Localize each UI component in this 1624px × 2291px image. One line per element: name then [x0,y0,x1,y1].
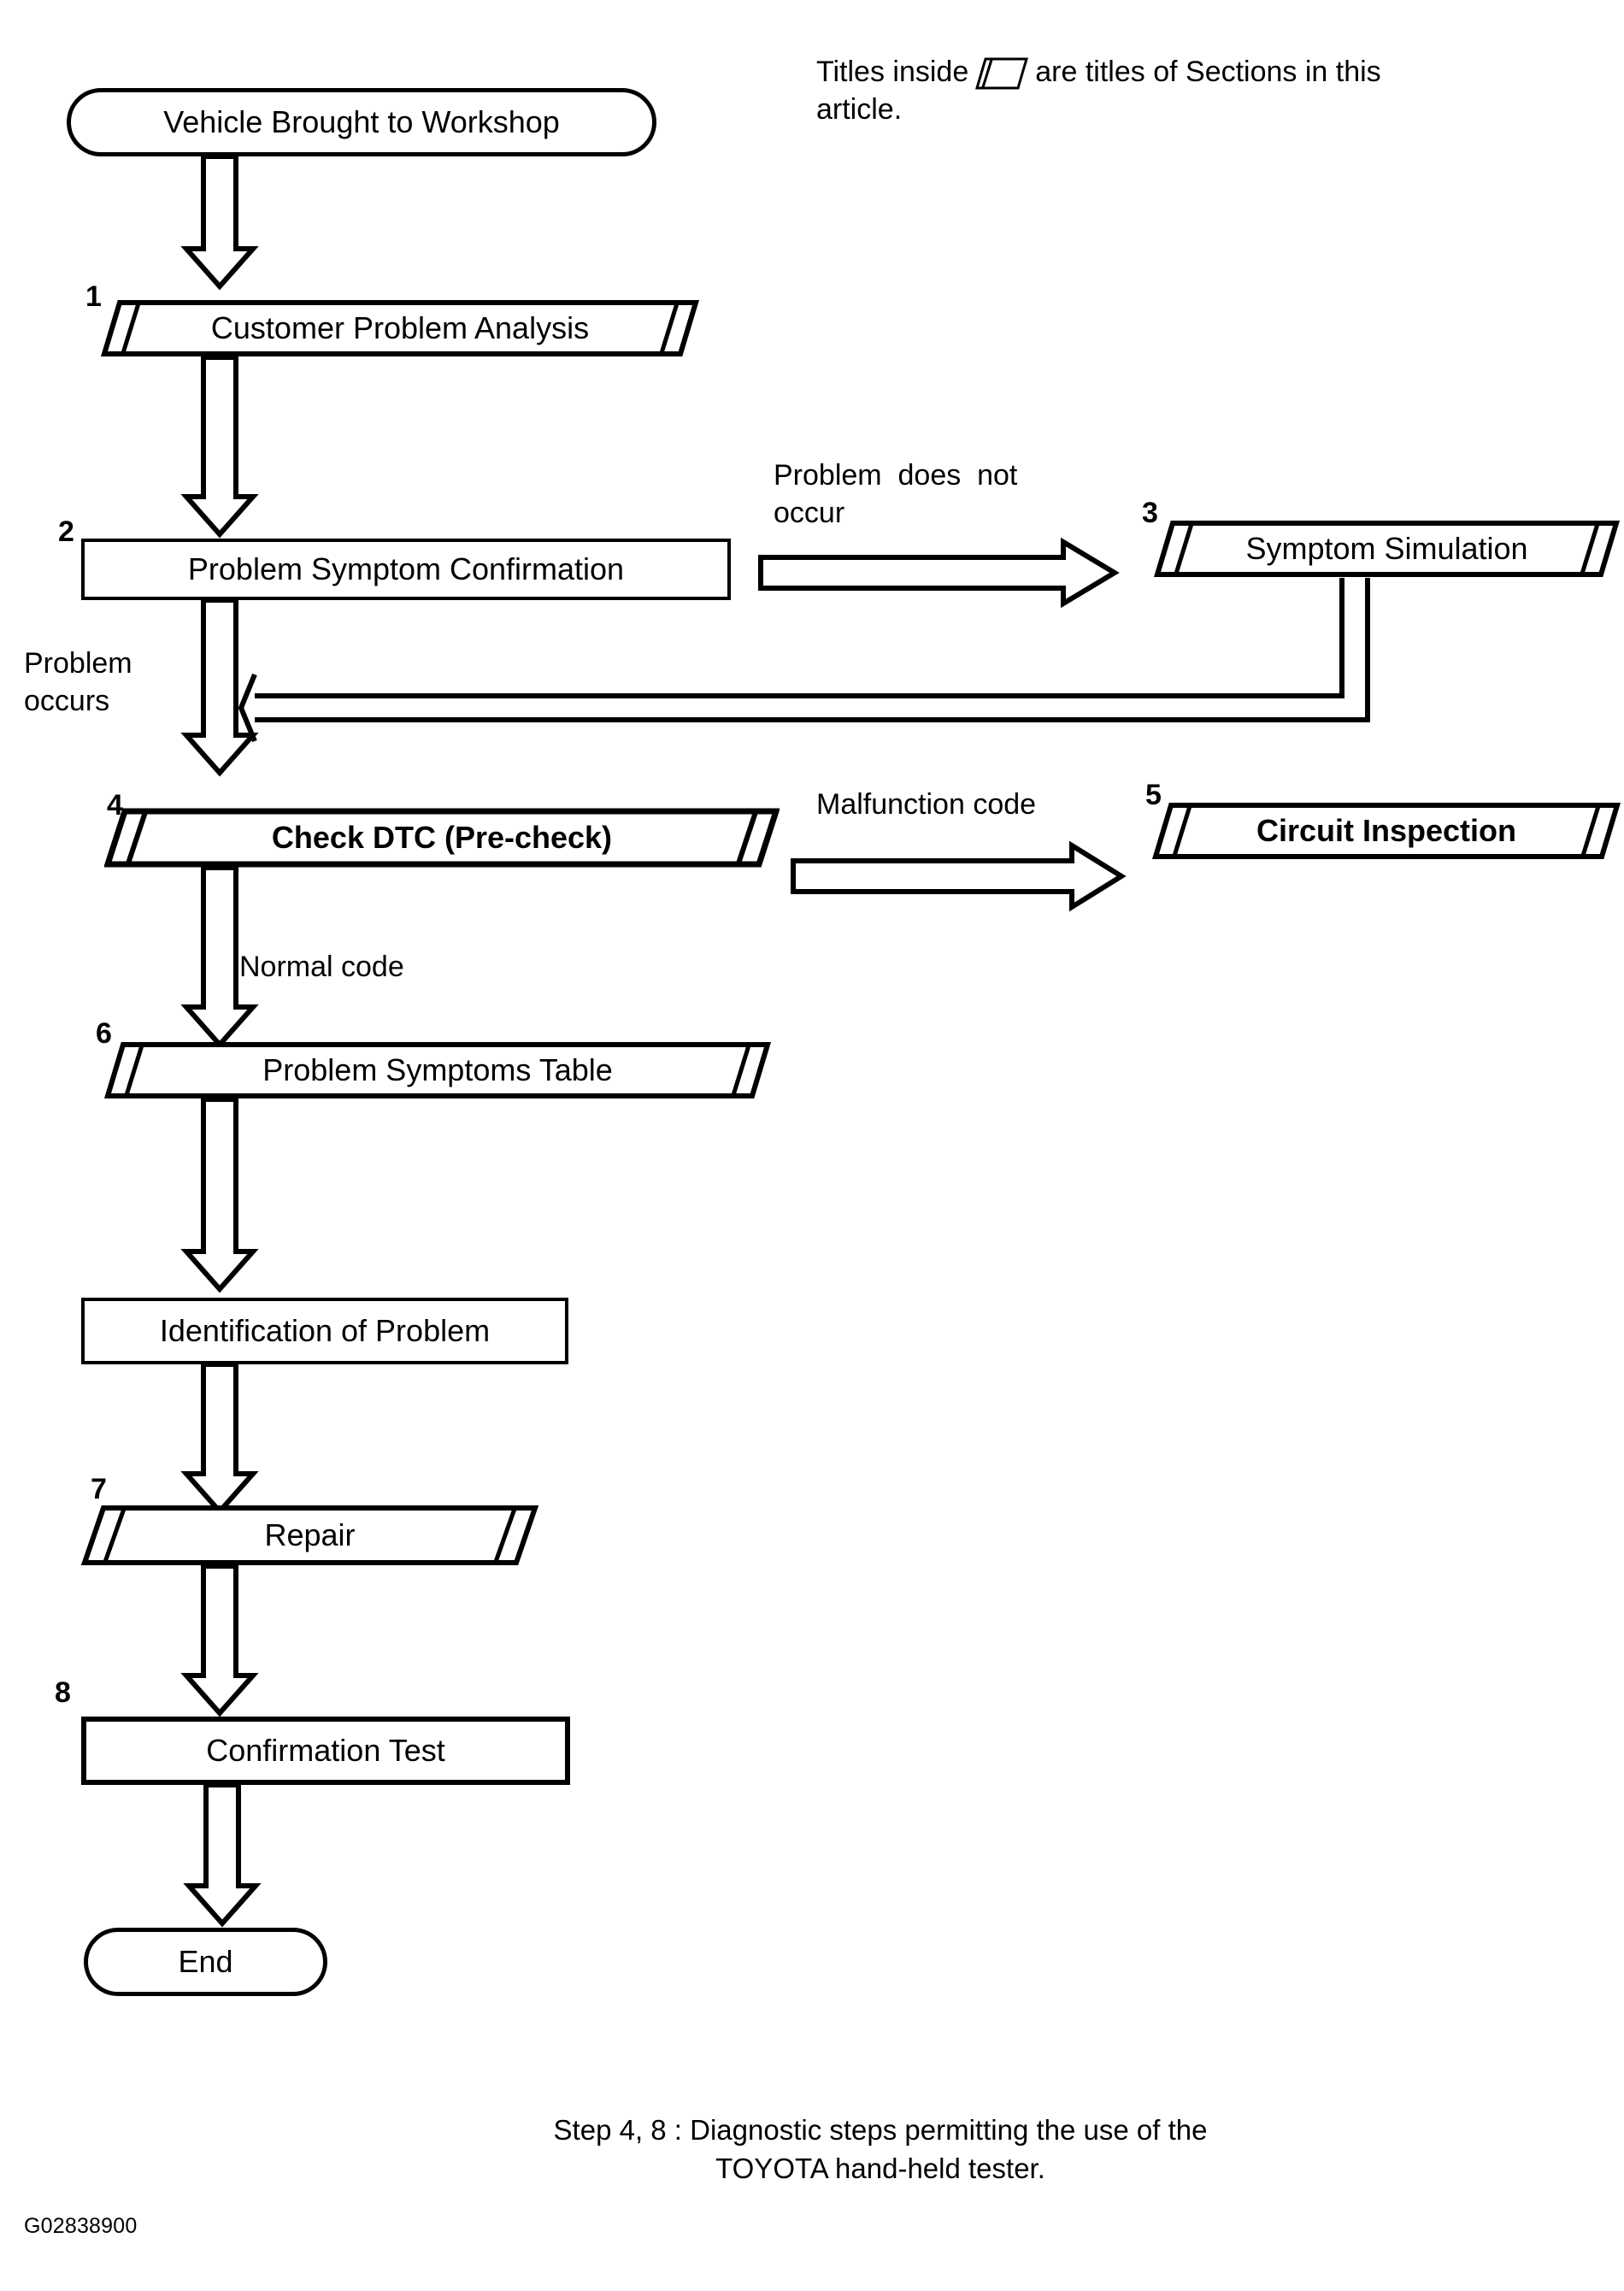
node-step4: Check DTC (Pre-check) [104,808,780,868]
legend-text-line2: article. [816,93,903,127]
step-number-6: 6 [96,1017,112,1050]
edge-label-pdno-line1: Problem does not [774,459,1018,492]
node-step3-label: Symptom Simulation [1245,531,1528,566]
node-step8-label: Confirmation Test [206,1733,445,1768]
node-step1: Customer Problem Analysis [101,299,699,357]
caption-line2: TOYOTA hand-held tester. [715,2152,1045,2184]
step-number-1: 1 [85,280,102,313]
connector-start-to-step1 [180,154,259,293]
edge-label-normal-code: Normal code [239,951,404,983]
caption-line1: Step 4, 8 : Diagnostic steps permitting … [553,2114,1208,2146]
node-step6: Problem Symptoms Table [104,1041,771,1099]
connector-step1-to-step2 [180,355,259,541]
node-identification-label: Identification of Problem [159,1313,491,1348]
legend-text-after: are titles of Sections in this [1035,56,1381,88]
connector-step2-to-step4 [180,598,259,780]
edge-label-po-line1: Problem [24,647,132,680]
step-number-3: 3 [1142,497,1158,529]
node-start-label: Vehicle Brought to Workshop [163,104,560,139]
legend-text-before: Titles inside [816,56,969,88]
edge-label-problem-does-not-occur: Problem does not occur [774,457,1017,532]
edge-label-po-line2: occurs [24,684,110,717]
node-step4-label: Check DTC (Pre-check) [271,820,613,855]
node-step2: Problem Symptom Confirmation [81,539,731,600]
node-end: End [84,1928,327,1996]
edge-label-pdno-line2: occur [774,496,845,529]
node-identification-of-problem: Identification of Problem [81,1298,568,1364]
node-step5-label: Circuit Inspection [1256,813,1517,848]
connector-identification-to-step7 [180,1362,259,1518]
step-number-2: 2 [58,515,74,548]
node-step7: Repair [81,1505,538,1566]
step-number-7: 7 [91,1473,107,1505]
connector-step4-to-step5 [791,840,1127,912]
node-start: Vehicle Brought to Workshop [67,88,656,156]
step-number-8: 8 [55,1676,71,1709]
step-number-5: 5 [1145,779,1162,811]
connector-step8-to-end [183,1782,262,1930]
node-step7-label: Repair [264,1517,356,1552]
node-step5: Circuit Inspection [1152,802,1621,860]
step-number-4: 4 [107,789,123,822]
edge-label-malfunction-code: Malfunction code [816,788,1037,821]
diagram-caption: Step 4, 8 : Diagnostic steps permitting … [410,2111,1350,2188]
node-step1-label: Customer Problem Analysis [210,310,590,345]
connector-step7-to-step8 [180,1564,259,1720]
node-end-label: End [178,1944,233,1979]
node-step3: Symptom Simulation [1154,520,1620,578]
node-step8: Confirmation Test [81,1717,570,1785]
connector-step2-to-step3 [758,537,1120,609]
parallelogram-icon [975,57,1029,90]
connector-step3-return-to-step4 [238,578,1436,749]
connector-step4-to-step6 [180,865,259,1051]
reference-code: G02838900 [24,2214,138,2238]
edge-label-problem-occurs: Problem occurs [24,645,132,720]
node-step2-label: Problem Symptom Confirmation [187,551,625,586]
connector-step6-to-identification [180,1097,259,1296]
legend-note: Titles inside are titles of Sections in t… [816,53,1586,128]
node-step6-label: Problem Symptoms Table [262,1052,613,1087]
